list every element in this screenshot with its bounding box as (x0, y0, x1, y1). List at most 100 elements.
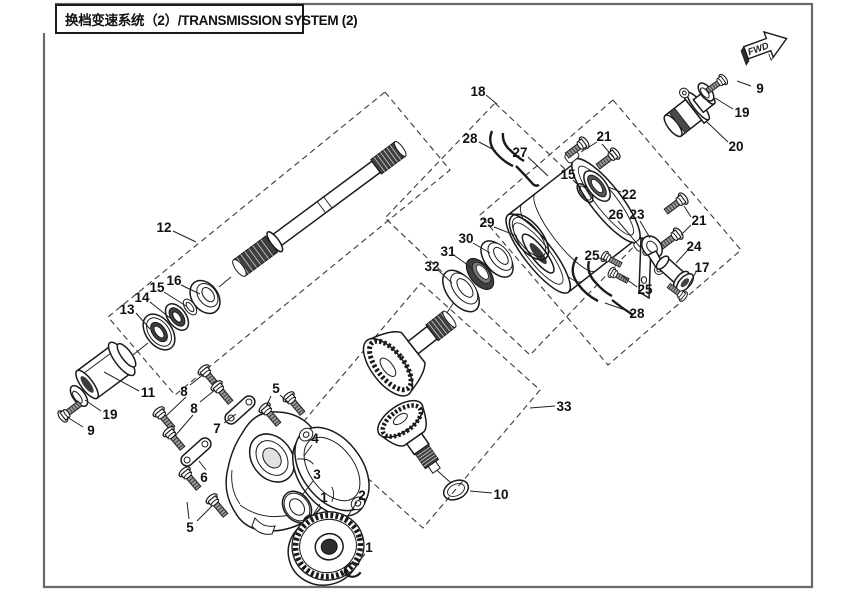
leader-line (103, 371, 140, 392)
part-label-29: 29 (479, 215, 494, 230)
leader-line (279, 394, 289, 403)
part-21-bolt (593, 145, 623, 173)
part-label-8: 8 (180, 384, 188, 399)
part-30-bearing (480, 240, 514, 278)
leader-line (680, 224, 692, 236)
part-label-24: 24 (686, 239, 702, 254)
part-label-22: 22 (621, 187, 636, 202)
leader-line (223, 413, 237, 424)
part-label-21: 21 (596, 129, 612, 144)
part-label-18: 18 (470, 84, 486, 99)
part-label-5: 5 (186, 520, 194, 535)
part-label-4: 4 (311, 431, 319, 446)
assembly-axis-lines (127, 276, 457, 484)
part-21-bolt (661, 190, 691, 218)
part-12-output-shaft (232, 140, 407, 277)
leader-line (478, 141, 497, 152)
leader-line (675, 250, 688, 264)
leader-line (196, 505, 213, 522)
leader-line (163, 291, 187, 307)
leader-line (607, 186, 622, 193)
leader-line (639, 220, 651, 239)
part-33-bevel-gear (377, 399, 441, 474)
part-label-21: 21 (691, 213, 707, 228)
leader-line (736, 80, 752, 87)
part-label-9: 9 (87, 423, 95, 438)
part-5-bolt (203, 491, 232, 521)
leader-line (312, 503, 321, 516)
part-15-ring (182, 298, 198, 316)
group-box-bevel-gears (303, 282, 541, 529)
leader-line (344, 501, 358, 521)
part-10-o-ring (442, 479, 470, 501)
part-label-17: 17 (694, 260, 709, 275)
fwd-arrow-icon: FWD (740, 30, 788, 66)
part-label-6: 6 (200, 470, 208, 485)
leader-line (438, 270, 453, 284)
part-14-seal (164, 303, 190, 331)
part-label-25: 25 (584, 248, 600, 263)
leader-line (189, 373, 205, 386)
leader-line (580, 141, 598, 153)
part-32-bearing (442, 269, 480, 313)
part-label-20: 20 (728, 139, 743, 154)
part-28-shift-fork (489, 130, 540, 187)
leader-line (454, 255, 473, 269)
part-label-3: 3 (313, 467, 321, 482)
leader-line (135, 312, 151, 330)
leader-line (621, 275, 638, 288)
leader-line (685, 271, 697, 291)
drawing-frame (42, 2, 814, 589)
part-label-2: 2 (358, 488, 366, 503)
part-label-15: 15 (560, 167, 576, 182)
part-13-oil-seal (142, 313, 176, 351)
leader-line (714, 97, 734, 110)
leader-line (472, 242, 491, 254)
leader-line (149, 301, 171, 319)
leader-line (469, 490, 493, 494)
part-label-12: 12 (156, 220, 171, 235)
leader-line (265, 395, 272, 408)
part-label-16: 16 (166, 273, 182, 288)
leader-line (165, 396, 187, 417)
part-label-9: 9 (756, 81, 764, 96)
leader-line (357, 553, 366, 563)
part-label-1: 1 (320, 490, 328, 505)
part-label-26: 26 (608, 207, 624, 222)
leader-line (303, 444, 313, 457)
part-label-7: 7 (213, 421, 221, 436)
part-label-23: 23 (629, 207, 645, 222)
part-label-27: 27 (512, 145, 527, 160)
leader-line (529, 405, 556, 409)
leader-line (617, 220, 641, 248)
part-25-bolt (606, 265, 632, 287)
leader-line (601, 143, 615, 159)
leader-line (172, 230, 197, 243)
leader-line (198, 460, 207, 471)
group-box-shift-mechanism (479, 99, 742, 366)
part-6-retainer-plate (180, 437, 212, 467)
part-label-19: 19 (734, 105, 749, 120)
part-label-31: 31 (440, 244, 456, 259)
part-33-bevel-pinion (362, 310, 457, 397)
part-2-driven-gear (287, 511, 365, 586)
part-label-1: 1 (365, 540, 373, 555)
leader-line (180, 284, 201, 295)
part-3-ring (281, 490, 313, 524)
leader-line (199, 389, 216, 403)
part-label-19: 19 (102, 407, 117, 422)
part-label-33: 33 (556, 399, 572, 414)
part-label-32: 32 (424, 259, 439, 274)
part-19-washer (69, 384, 89, 408)
leader-line (598, 257, 607, 261)
part-22-seal (583, 170, 611, 202)
part-label-5: 5 (272, 381, 280, 396)
leader-line (572, 179, 582, 189)
part-label-10: 10 (493, 487, 508, 502)
part-label-13: 13 (119, 302, 135, 317)
part-label-28: 28 (629, 306, 645, 321)
leader-line (186, 501, 190, 520)
